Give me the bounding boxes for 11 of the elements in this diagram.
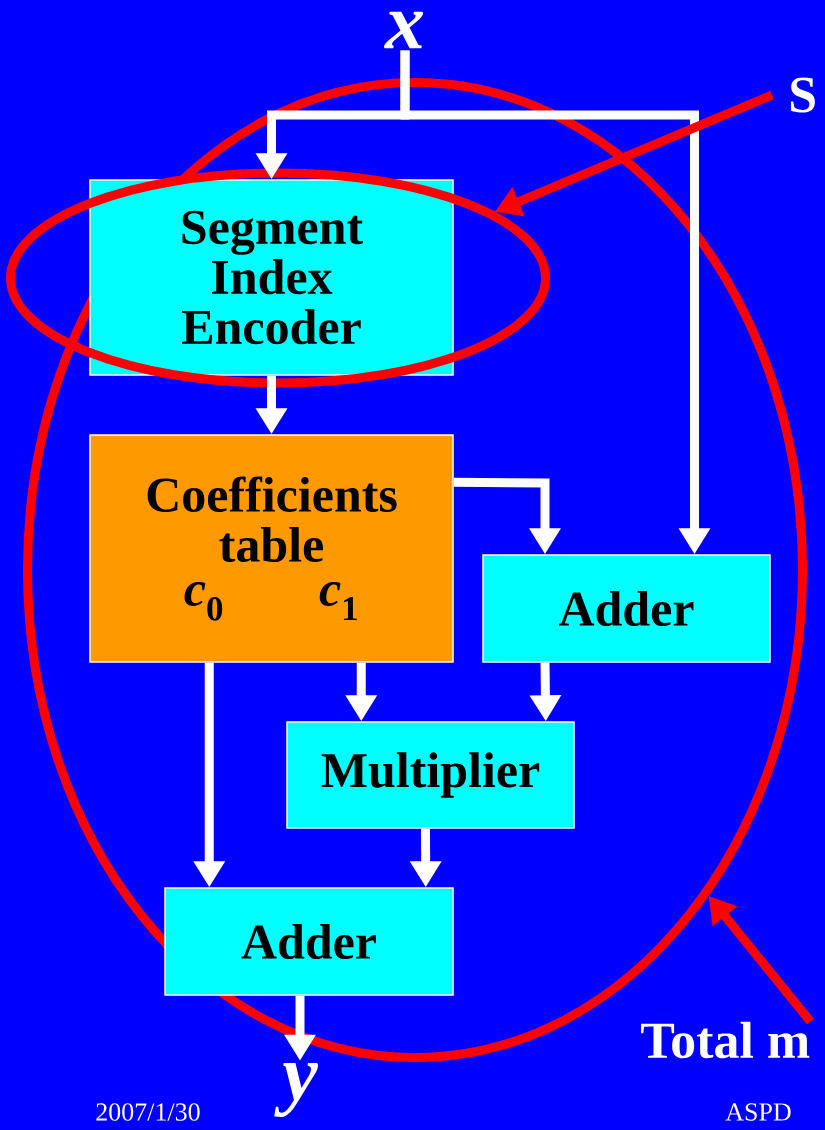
block-box: Multiplier: [286, 721, 575, 829]
footer-text: 2007/1/30: [96, 1103, 200, 1121]
footer-text: ASPD: [725, 1103, 791, 1121]
highlight-ellipse: [6, 168, 550, 388]
block-box: Coefficients table c$_{0}$ c$_{1}$: [89, 434, 454, 663]
block-box: Adder: [164, 887, 454, 996]
variable-label: y: [274, 1063, 318, 1117]
block-box: Adder: [482, 554, 771, 663]
callout-text: Total m: [641, 1021, 810, 1059]
callout-text: S: [790, 77, 815, 113]
variable-label: x: [384, 11, 424, 49]
